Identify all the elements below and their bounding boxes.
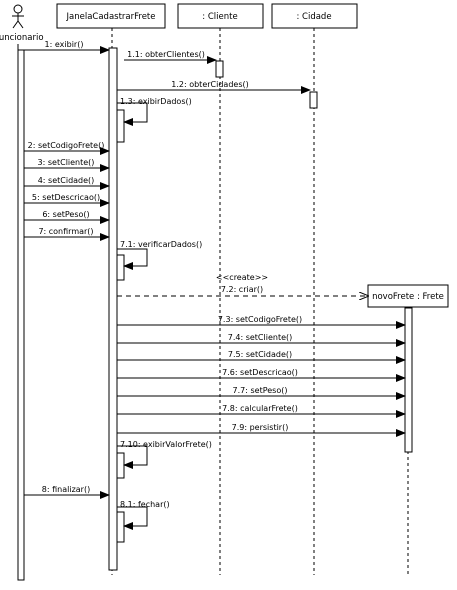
- lifeline-janela-label: JanelaCadastrarFrete: [66, 12, 156, 22]
- message-5-label: 5: setDescricao(): [32, 193, 100, 202]
- message-3-label: 3: setCliente(): [38, 158, 95, 167]
- message-1-3-arrow: [117, 102, 148, 126]
- lifeline-cliente-box: [177, 3, 264, 29]
- message-7-6-label: 7.6: setDescricao(): [222, 368, 298, 377]
- message-7-10-arrow: [117, 445, 148, 469]
- message-1-1-label: 1.1: obterClientes(): [127, 50, 205, 59]
- lifeline-cidade-box: [271, 3, 358, 29]
- message-7-2-label: 7.2: criar(): [221, 285, 263, 294]
- message-2: 2: setCodigoFrete(): [24, 141, 110, 155]
- message-8-1-arrow: [117, 506, 148, 530]
- message-7-3: 7.3: setCodigoFrete(): [117, 315, 406, 329]
- frete-label: novoFrete : Frete: [372, 292, 444, 302]
- message-7-10: 7.10: exibirValorFrete(): [117, 440, 212, 469]
- message-6: 6: setPeso(): [24, 210, 110, 224]
- message-1-2: 1.2: obterCidades(): [117, 80, 311, 94]
- message-7-7: 7.7: setPeso(): [117, 386, 406, 400]
- message-7-6: 7.6: setDescricao(): [117, 368, 406, 382]
- frete-activation: [404, 307, 413, 453]
- message-7-1-arrow: [117, 248, 148, 270]
- message-7-7-label: 7.7: setPeso(): [233, 386, 288, 395]
- janela-activation-main: [108, 47, 118, 571]
- janela-activation-7-1: [116, 254, 125, 281]
- cliente-activation: [215, 60, 224, 78]
- message-7-9: 7.9: persistir(): [117, 423, 406, 437]
- cidade-activation: [309, 91, 318, 109]
- message-2-label: 2: setCodigoFrete(): [28, 141, 105, 150]
- message-6-label: 6: setPeso(): [42, 210, 89, 219]
- message-5: 5: setDescricao(): [24, 193, 110, 207]
- message-8-1: 8.1: fechar(): [117, 500, 170, 530]
- message-7-10-label: 7.10: exibirValorFrete(): [120, 440, 212, 449]
- message-8: 8: finalizar(): [24, 485, 110, 499]
- message-1-3: 1.3: exibirDados(): [117, 97, 192, 126]
- message-3: 3: setCliente(): [24, 158, 110, 172]
- message-7-5-label: 7.5: setCidade(): [228, 350, 292, 359]
- message-7-5: 7.5: setCidade(): [117, 350, 406, 364]
- message-1-1: 1.1: obterClientes(): [124, 50, 217, 64]
- actor-head: [13, 4, 23, 14]
- message-7-2-stereotype: <<create>>: [216, 273, 268, 282]
- message-7-4: 7.4: setCliente(): [117, 333, 406, 347]
- created-object-frete: novoFrete : Frete: [367, 284, 449, 575]
- actor-activation: [17, 49, 25, 581]
- message-7-4-label: 7.4: setCliente(): [228, 333, 293, 342]
- message-4-label: 4: setCidade(): [38, 176, 95, 185]
- actor-left-leg: [12, 20, 19, 29]
- actor-funcionario: Funcionario: [0, 4, 44, 43]
- lifeline-cliente: : Cliente: [177, 3, 264, 575]
- lifeline-janela-box: [56, 3, 166, 29]
- janela-activation-8-1: [116, 511, 125, 543]
- lifeline-cliente-label: : Cliente: [202, 12, 237, 22]
- actor-label: Funcionario: [0, 33, 44, 43]
- message-7-2: <<create>> 7.2: criar(): [117, 273, 368, 296]
- message-7-9-label: 7.9: persistir(): [232, 423, 289, 432]
- janela-activation-7-10: [116, 452, 125, 479]
- message-7-8-label: 7.8: calcularFrete(): [222, 404, 298, 413]
- message-1-2-label: 1.2: obterCidades(): [171, 80, 248, 89]
- message-7-1-label: 7.1: verificarDados(): [120, 240, 202, 249]
- message-7-label: 7: confirmar(): [38, 227, 93, 236]
- actor-right-leg: [17, 20, 24, 29]
- message-1-label: 1: exibir(): [45, 40, 84, 49]
- lifeline-cidade: : Cidade: [271, 3, 358, 575]
- message-7-3-label: 7.3: setCodigoFrete(): [218, 315, 302, 324]
- lifeline-cidade-label: : Cidade: [296, 12, 331, 22]
- message-4: 4: setCidade(): [24, 176, 110, 190]
- message-7-8: 7.8: calcularFrete(): [117, 404, 406, 418]
- message-1: 1: exibir(): [24, 40, 110, 54]
- janela-activation-1-3: [116, 109, 125, 143]
- message-8-label: 8: finalizar(): [42, 485, 90, 494]
- message-1-3-label: 1.3: exibirDados(): [120, 97, 192, 106]
- message-8-1-label: 8.1: fechar(): [120, 500, 170, 509]
- message-7: 7: confirmar(): [24, 227, 110, 241]
- message-7-1: 7.1: verificarDados(): [117, 240, 202, 270]
